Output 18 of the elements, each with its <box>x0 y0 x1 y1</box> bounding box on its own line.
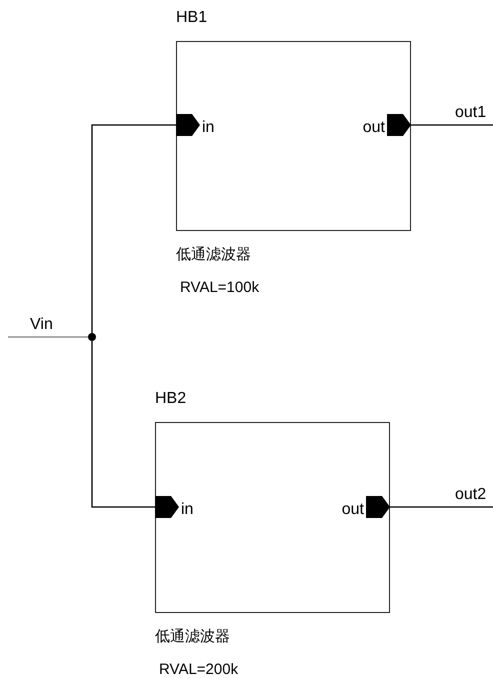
net-label: out1 <box>455 104 486 122</box>
wire <box>91 124 176 333</box>
wire <box>91 341 155 508</box>
parameter-text: RVAL=200k <box>159 661 238 679</box>
net-label: out2 <box>455 486 486 504</box>
net-label: Vin <box>30 316 53 334</box>
port-label: in <box>181 502 194 518</box>
block-caption: 低通滤波器 <box>155 627 230 645</box>
wire <box>8 336 88 338</box>
wire <box>411 124 493 126</box>
parameter-text: RVAL=100k <box>180 279 260 297</box>
block-caption: 低通滤波器 <box>176 245 251 263</box>
port-label: in <box>202 120 214 136</box>
port-label: out <box>342 502 364 518</box>
wire <box>390 506 493 508</box>
port-label: out <box>362 120 385 136</box>
block-name: HB1 <box>176 9 208 28</box>
block-name: HB2 <box>155 390 186 409</box>
